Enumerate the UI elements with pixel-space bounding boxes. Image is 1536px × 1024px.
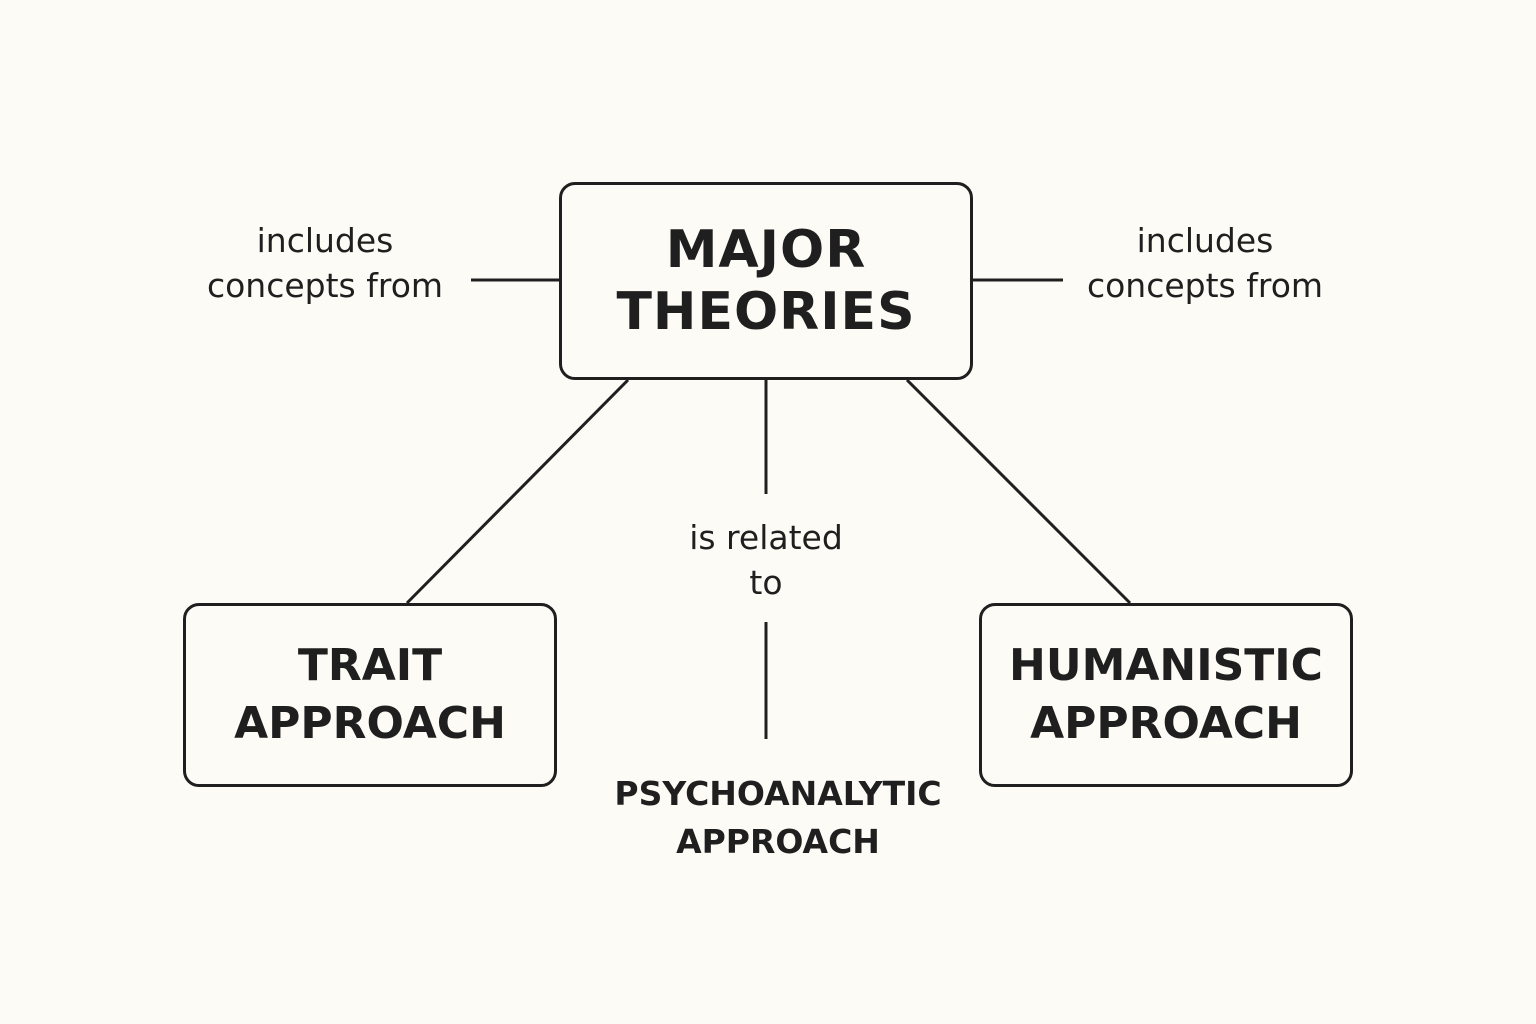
edge-label-right-line1: includes [1136, 221, 1274, 260]
node-psychoanalytic-approach-line1: PSYCHOANALYTIC [614, 774, 942, 813]
node-trait-approach: TRAIT APPROACH [183, 603, 557, 787]
node-humanistic-approach-line1: HUMANISTIC [1009, 640, 1323, 691]
node-trait-approach-line1: TRAIT [297, 640, 443, 691]
node-humanistic-approach-line2: APPROACH [1030, 698, 1302, 749]
node-humanistic-approach: HUMANISTIC APPROACH [979, 603, 1353, 787]
edge-label-left-line1: includes [256, 221, 394, 260]
node-trait-approach-line2: APPROACH [234, 698, 506, 749]
edge-label-right-line2: concepts from [1086, 266, 1324, 305]
node-major-theories: MAJOR THEORIES [559, 182, 973, 380]
edge-label-left: includes concepts from [190, 218, 460, 308]
node-major-theories-label: MAJOR THEORIES [616, 219, 915, 343]
node-major-theories-line2: THEORIES [616, 282, 916, 342]
connector-major-to-humanistic [905, 378, 1132, 605]
edge-label-center-line1: is related [689, 518, 843, 557]
connector-major-to-trait [405, 378, 630, 605]
edge-label-center: is related to [656, 515, 876, 605]
node-psychoanalytic-approach: PSYCHOANALYTIC APPROACH [578, 770, 978, 866]
edge-label-right: includes concepts from [1070, 218, 1340, 308]
node-major-theories-line1: MAJOR [665, 220, 867, 280]
node-trait-approach-label: TRAIT APPROACH [234, 637, 506, 753]
edge-label-center-line2: to [749, 563, 783, 602]
node-psychoanalytic-approach-line2: APPROACH [676, 822, 880, 861]
edge-label-left-line2: concepts from [206, 266, 444, 305]
node-humanistic-approach-label: HUMANISTIC APPROACH [1009, 637, 1323, 753]
